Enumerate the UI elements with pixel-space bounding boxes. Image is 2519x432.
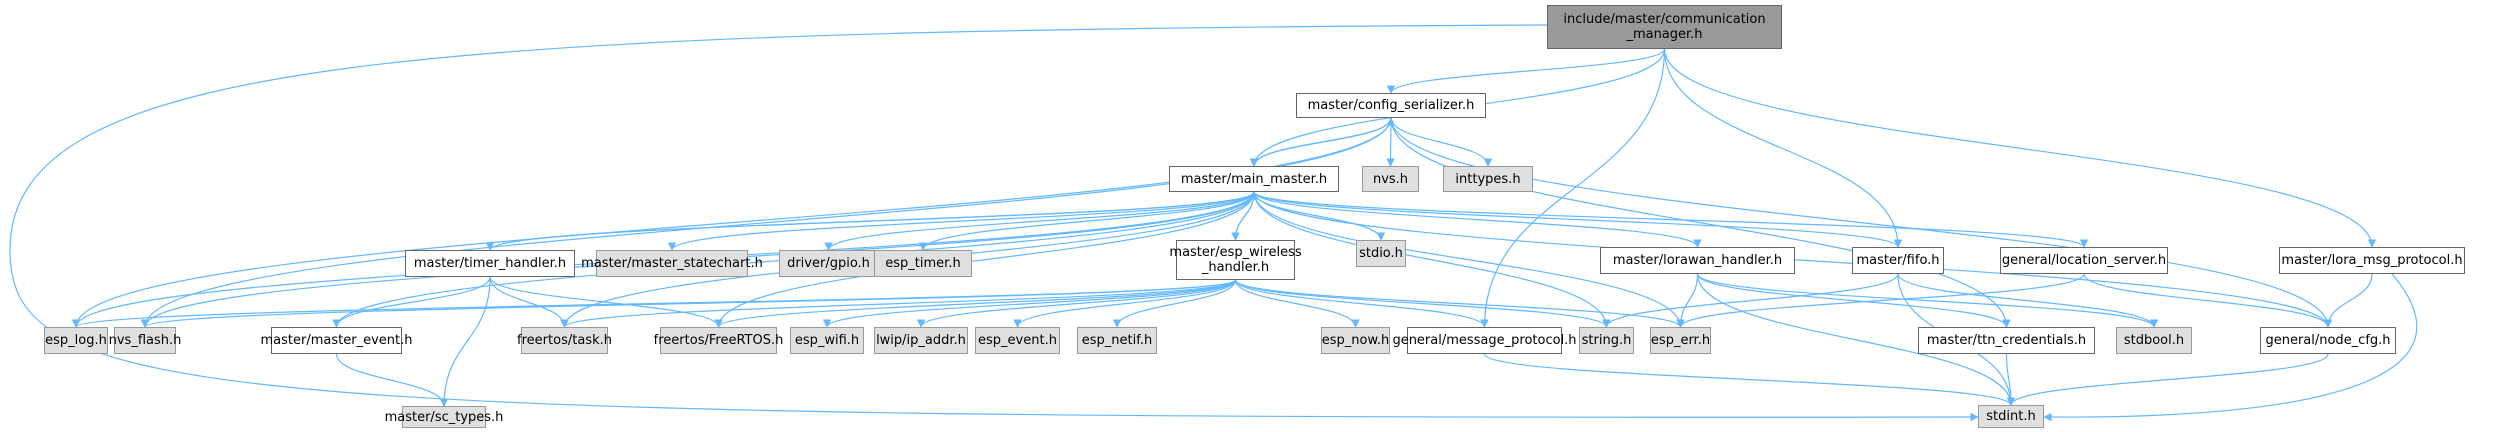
- node-stdbool: stdbool.h: [2116, 327, 2192, 354]
- edge-layer: [9, 24, 2418, 422]
- edge-lorawan_handler-to-ttn_credentials: [1696, 273, 2011, 328]
- edge-location_server-to-esp_err: [1676, 273, 2085, 328]
- node-esp-netif: esp_netif.h: [1077, 327, 1157, 354]
- edge-main_master-to-esp_timer: [918, 191, 1255, 251]
- node-esp-now: esp_now.h: [1321, 327, 1390, 354]
- node-inttypes: inttypes.h: [1443, 166, 1533, 192]
- node-esp-wireless[interactable]: master/esp_wireless _handler.h: [1169, 240, 1302, 280]
- node-root[interactable]: include/master/communication _manager.h: [1547, 5, 1782, 49]
- edge-esp_wireless-to-esp_netif: [1112, 279, 1237, 328]
- node-lora-msg-protocol[interactable]: master/lora_msg_protocol.h: [2279, 247, 2465, 274]
- edge-esp_wireless-to-freertos_task: [560, 279, 1237, 328]
- node-nvs-flash: nvs_flash.h: [109, 327, 181, 354]
- edge-timer_handler-to-main_master: [489, 191, 1258, 251]
- edge-esp_wireless-to-esp_now: [1234, 279, 1360, 328]
- edge-lora_msg_protocol-to-stdint: [2043, 273, 2418, 422]
- node-location-server[interactable]: general/location_server.h: [2000, 247, 2168, 274]
- node-main-master[interactable]: master/main_master.h: [1169, 166, 1339, 192]
- edge-config_serializer-to-node_cfg: [1390, 117, 2333, 328]
- edge-lorawan_handler-to-stdint: [1696, 273, 2016, 406]
- edge-fifo-to-string: [1602, 273, 1899, 328]
- edge-master_event-to-sc_types: [335, 353, 449, 407]
- edge-main_master-to-string: [1253, 191, 1611, 328]
- edge-ttn_credentials-to-stdint: [2005, 353, 2016, 406]
- node-ttn-credentials[interactable]: master/ttn_credentials.h: [1918, 327, 2095, 354]
- edge-esp_wireless-to-message_protocol: [1234, 279, 1489, 328]
- edge-config_serializer-to-inttypes: [1390, 117, 1493, 167]
- edge-main_master-to-master_statechart: [667, 191, 1255, 251]
- node-message-protocol[interactable]: general/message_protocol.h: [1392, 327, 1577, 354]
- node-freertos-task: freertos/task.h: [517, 327, 612, 354]
- edge-main_master-to-config_serializer: [1253, 117, 1396, 167]
- node-esp-wifi: esp_wifi.h: [790, 327, 864, 354]
- edge-root-to-message_protocol: [1480, 48, 1666, 328]
- node-esp-event: esp_event.h: [975, 327, 1060, 354]
- node-lorawan-handler[interactable]: master/lorawan_handler.h: [1600, 247, 1795, 274]
- edge-root-to-config_serializer: [1386, 48, 1666, 94]
- edge-esp_wireless-to-main_master: [1234, 191, 1259, 241]
- edge-timer_handler-to-master_event: [332, 276, 491, 328]
- node-master-statechart: master/master_statechart.h: [581, 250, 763, 277]
- edge-main_master-to-location_server: [1253, 191, 2088, 248]
- edge-esp_wireless-to-string: [1234, 279, 1611, 328]
- node-freertos: freertos/FreeRTOS.h: [654, 327, 783, 354]
- edge-config_serializer-to-nvs: [1386, 117, 1395, 167]
- edge-root-to-lora_msg_protocol: [1663, 48, 2377, 248]
- node-esp-timer: esp_timer.h: [874, 250, 972, 277]
- edge-config_serializer-to-ttn_credentials: [1390, 117, 2011, 328]
- edge-config_serializer-to-esp_log: [71, 117, 1392, 328]
- node-ip-addr: lwip/ip_addr.h: [874, 327, 968, 354]
- edge-message_protocol-to-stdint: [1483, 353, 2016, 406]
- node-gpio: driver/gpio.h: [779, 250, 878, 277]
- edge-node_cfg-to-stdint: [2006, 353, 2329, 406]
- node-node-cfg[interactable]: general/node_cfg.h: [2260, 327, 2396, 354]
- edge-main_master-to-lorawan_handler: [1253, 191, 1702, 248]
- node-sc-types: master/sc_types.h: [385, 406, 503, 428]
- edge-esp_wireless-to-ip_addr: [916, 279, 1237, 328]
- edge-main_master-to-esp_err: [1253, 191, 1685, 328]
- edge-root-to-stdint: [9, 24, 1979, 422]
- edge-lorawan_handler-to-stdbool: [1696, 273, 2159, 328]
- node-string: string.h: [1579, 327, 1634, 354]
- edge-location_server-to-node_cfg: [2083, 273, 2333, 328]
- edge-esp_wireless-to-nvs_flash: [141, 279, 1237, 328]
- edge-main_master-to-fifo: [1253, 191, 1903, 248]
- edge-lora_msg_protocol-to-node_cfg: [2323, 273, 2373, 328]
- edge-esp_wireless-to-esp_err: [1234, 279, 1685, 328]
- node-esp-err: esp_err.h: [1650, 327, 1711, 354]
- node-timer-handler[interactable]: master/timer_handler.h: [405, 250, 575, 277]
- edge-fifo-to-stdbool: [1897, 273, 2159, 328]
- edge-root-to-fifo: [1663, 48, 1903, 248]
- edge-esp_wireless-to-esp_wifi: [822, 279, 1237, 328]
- node-fifo[interactable]: master/fifo.h: [1852, 247, 1944, 274]
- node-master-event[interactable]: master/master_event.h: [261, 327, 412, 354]
- node-stdio: stdio.h: [1356, 240, 1406, 267]
- node-esp-log: esp_log.h: [44, 327, 108, 354]
- edge-main_master-to-gpio: [824, 191, 1255, 251]
- edge-config_serializer-to-nvs_flash: [140, 117, 1392, 328]
- edge-timer_handler-to-freertos: [489, 276, 723, 328]
- edge-timer_handler-to-sc_types: [439, 276, 491, 407]
- node-nvs: nvs.h: [1362, 166, 1419, 192]
- node-config-serializer[interactable]: master/config_serializer.h: [1296, 93, 1486, 118]
- node-stdint: stdint.h: [1978, 405, 2044, 428]
- edge-esp_wireless-to-esp_event: [1013, 279, 1237, 328]
- edge-esp_wireless-to-freertos: [714, 279, 1237, 328]
- edge-esp_wireless-to-esp_log: [72, 279, 1237, 328]
